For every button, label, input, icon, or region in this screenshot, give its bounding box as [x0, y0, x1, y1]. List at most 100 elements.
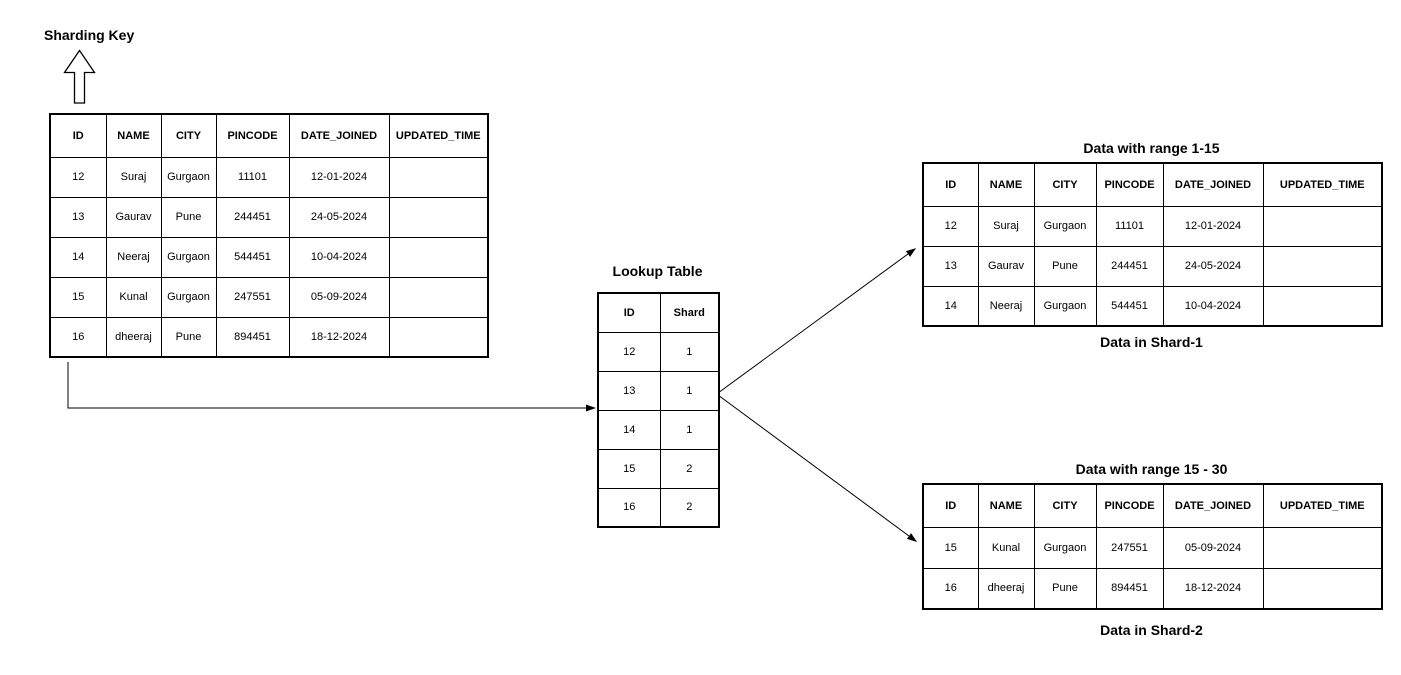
table-cell: 11101 [215, 156, 290, 198]
table-cell: 16 [922, 567, 979, 610]
table-cell: 12-01-2024 [288, 156, 390, 198]
table-cell: 12 [597, 331, 661, 372]
table-cell [388, 276, 489, 318]
shard1-caption: Data in Shard-1 [1100, 334, 1203, 350]
table-cell [1262, 285, 1383, 327]
table-cell: 15 [597, 448, 661, 489]
column-header: CITY [1033, 162, 1097, 207]
table-cell [1262, 526, 1383, 569]
shard2-caption: Data in Shard-2 [1100, 622, 1203, 638]
column-header: PINCODE [1095, 162, 1164, 207]
table-cell: 05-09-2024 [288, 276, 390, 318]
column-header: ID [597, 292, 661, 333]
lookup-table-title: Lookup Table [612, 263, 703, 279]
table-cell: Kunal [105, 276, 162, 318]
shard1-range-title: Data with range 1-15 [1083, 140, 1220, 156]
table-cell: Suraj [105, 156, 162, 198]
table-cell: 15 [49, 276, 107, 318]
table-cell: 14 [49, 236, 107, 278]
table-cell: 1 [659, 409, 720, 450]
column-header: DATE_JOINED [1162, 483, 1264, 528]
table-cell: 12 [922, 205, 979, 247]
column-header: PINCODE [1095, 483, 1164, 528]
table-cell: Suraj [977, 205, 1035, 247]
table-cell: 24-05-2024 [288, 196, 390, 238]
table-cell: 544451 [215, 236, 290, 278]
table-cell [388, 236, 489, 278]
table-cell: Gurgaon [1033, 205, 1097, 247]
column-header: Shard [659, 292, 720, 333]
table-cell: Pune [160, 196, 217, 238]
column-header: UPDATED_TIME [1262, 162, 1383, 207]
table-cell: 2 [659, 487, 720, 528]
table-cell: 18-12-2024 [288, 316, 390, 358]
column-header: CITY [1033, 483, 1097, 528]
table-cell: Gurgaon [160, 156, 217, 198]
column-header: CITY [160, 113, 217, 158]
table-cell: Gurgaon [1033, 285, 1097, 327]
column-header: ID [49, 113, 107, 158]
column-header: NAME [977, 483, 1035, 528]
sharding-key-label: Sharding Key [44, 27, 135, 43]
table-cell: Kunal [977, 526, 1035, 569]
table-cell: Pune [1033, 567, 1097, 610]
up-block-arrow-icon [63, 49, 96, 104]
table-cell: dheeraj [977, 567, 1035, 610]
table-cell: 244451 [215, 196, 290, 238]
table-cell: Pune [1033, 245, 1097, 287]
table-cell: 14 [922, 285, 979, 327]
table-cell: 244451 [1095, 245, 1164, 287]
column-header: DATE_JOINED [1162, 162, 1264, 207]
table-cell [1262, 567, 1383, 610]
column-header: NAME [105, 113, 162, 158]
table-cell: 10-04-2024 [1162, 285, 1264, 327]
table-cell: 894451 [1095, 567, 1164, 610]
table-cell: Gaurav [977, 245, 1035, 287]
table-cell: Pune [160, 316, 217, 358]
shard2-range-title: Data with range 15 - 30 [1075, 461, 1228, 477]
table-cell: 247551 [215, 276, 290, 318]
table-cell: 05-09-2024 [1162, 526, 1264, 569]
table-cell: 1 [659, 331, 720, 372]
table-cell: 247551 [1095, 526, 1164, 569]
table-cell: 13 [597, 370, 661, 411]
table-cell: 15 [922, 526, 979, 569]
table-cell: 13 [49, 196, 107, 238]
table-cell: 24-05-2024 [1162, 245, 1264, 287]
column-header: ID [922, 162, 979, 207]
flow-arrow-lookup-to-shard1 [717, 248, 917, 394]
column-header: UPDATED_TIME [388, 113, 489, 158]
table-cell: Gurgaon [160, 276, 217, 318]
table-cell [388, 316, 489, 358]
flow-arrow-lookup-to-shard2 [717, 394, 918, 542]
table-cell [388, 156, 489, 198]
table-cell: Neeraj [977, 285, 1035, 327]
table-cell: 16 [49, 316, 107, 358]
table-cell: dheeraj [105, 316, 162, 358]
column-header: DATE_JOINED [288, 113, 390, 158]
table-cell: Gaurav [105, 196, 162, 238]
table-cell: 1 [659, 370, 720, 411]
table-cell: Gurgaon [1033, 526, 1097, 569]
table-cell [1262, 205, 1383, 247]
